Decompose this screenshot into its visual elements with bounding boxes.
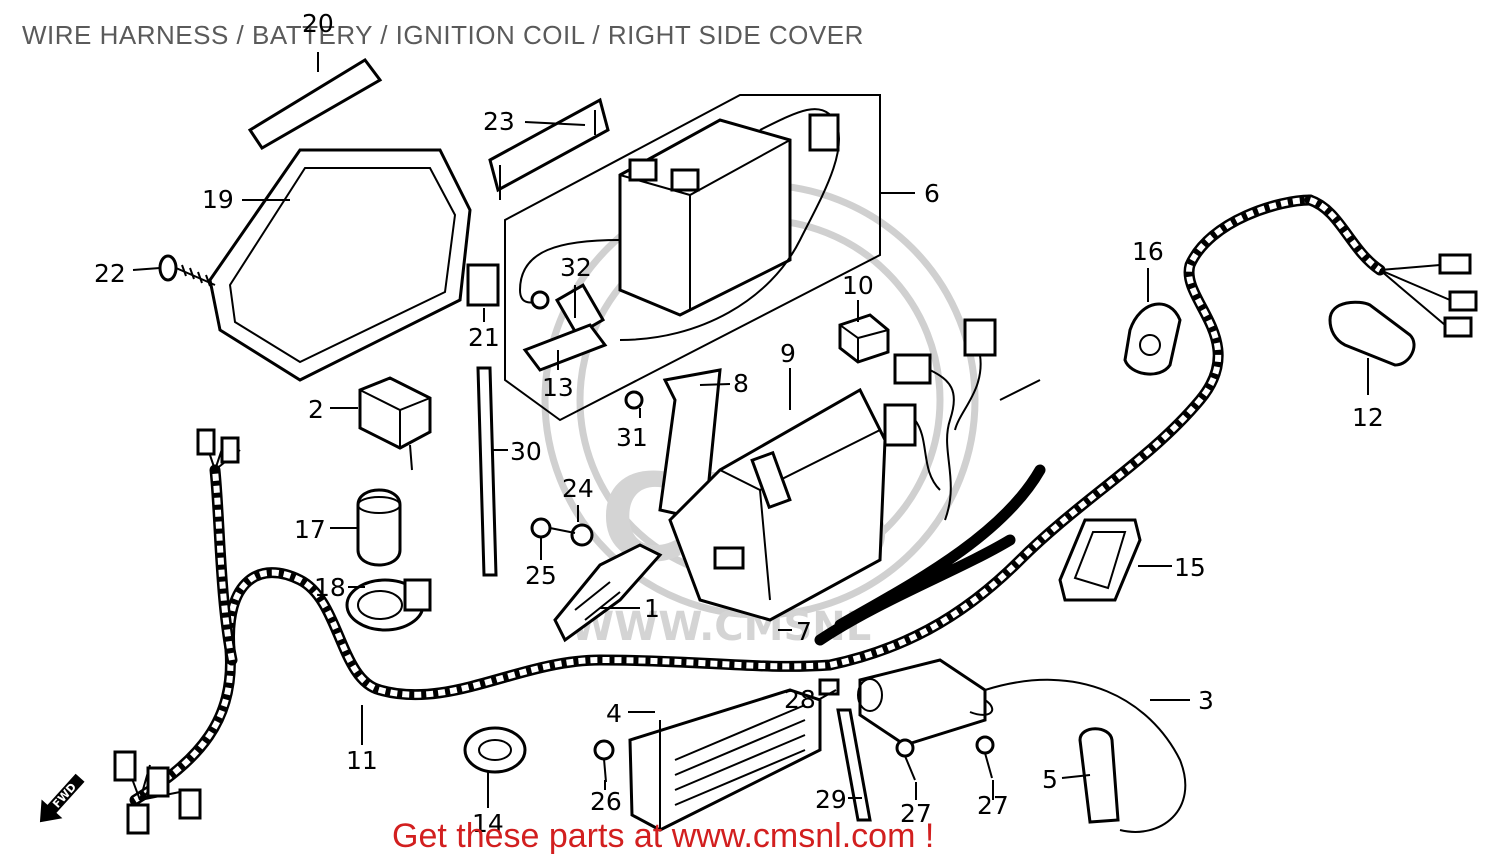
callout-31: 31: [616, 423, 648, 452]
part-23-holder: [488, 97, 610, 200]
page-title: WIRE HARNESS / BATTERY / IGNITION COIL /…: [22, 20, 864, 50]
callout-1: 1: [644, 594, 660, 623]
callout-6: 6: [924, 179, 940, 208]
callout-13: 13: [542, 373, 574, 402]
forward-arrow-icon: FWD: [39, 773, 85, 823]
callout-16: 16: [1132, 237, 1164, 266]
part-12-sleeve: [1328, 300, 1416, 367]
callout-17: 17: [294, 515, 326, 544]
callout-18: 18: [314, 573, 346, 602]
callout-5: 5: [1042, 765, 1058, 794]
part-2-relay: [358, 376, 432, 471]
callout-20: 20: [302, 9, 334, 38]
sub-harness: [883, 318, 1041, 521]
callout-8: 8: [733, 369, 749, 398]
cmsnl-link-banner[interactable]: Get these parts at www.cmsnl.com !: [392, 817, 935, 855]
part-5-plug-cap: [1078, 727, 1120, 824]
part-bolts: [593, 735, 995, 783]
callout-12: 12: [1352, 403, 1384, 432]
part-11-main-harness: [113, 194, 1478, 835]
callout-2: 2: [308, 395, 324, 424]
callout-3: 3: [1198, 686, 1214, 715]
callout-29: 29: [815, 785, 847, 814]
callout-15: 15: [1174, 553, 1206, 582]
callout-21: 21: [468, 323, 500, 352]
callout-19: 19: [202, 185, 234, 214]
callout-26: 26: [590, 787, 622, 816]
part-10-connector: [838, 313, 890, 364]
callout-24: 24: [562, 474, 594, 503]
callout-labels: 20 23 19 6 22 32 16 10 21 9 13 8 2 12 31…: [94, 9, 1384, 838]
callout-32: 32: [560, 253, 592, 282]
callout-9: 9: [780, 339, 796, 368]
callout-4: 4: [606, 699, 622, 728]
watermark-url: WWW.CMSNL: [570, 604, 871, 650]
callout-14: 14: [472, 809, 504, 838]
callout-27b: 27: [977, 791, 1009, 820]
callout-25: 25: [525, 561, 557, 590]
leader-lines: [132, 52, 1369, 808]
part-19-side-cover: [208, 148, 472, 382]
callout-22: 22: [94, 259, 126, 288]
part-15-grommet: [1058, 518, 1142, 602]
part-17-cap: [356, 488, 402, 567]
callout-10: 10: [842, 271, 874, 300]
callout-23: 23: [483, 107, 515, 136]
part-1-bracket: [553, 543, 663, 643]
part-16-cap: [1123, 302, 1182, 376]
callout-27a: 27: [900, 799, 932, 828]
callout-30: 30: [510, 437, 542, 466]
callout-11: 11: [346, 746, 378, 775]
part-30-tube: [476, 366, 498, 577]
part-3-ignition-coil: [857, 658, 1187, 833]
part-20-strip: [247, 58, 383, 151]
part-9-right-cover: [668, 387, 887, 622]
part-28-29: [818, 678, 872, 822]
callout-7: 7: [796, 617, 812, 646]
part-6-battery-assy: [466, 94, 881, 422]
callout-28: 28: [784, 685, 816, 714]
part-4-regulator: [628, 688, 822, 832]
part-18-clamp: [345, 578, 432, 632]
part-14-grommet: [463, 726, 527, 774]
part-22-bolt: [158, 254, 216, 287]
